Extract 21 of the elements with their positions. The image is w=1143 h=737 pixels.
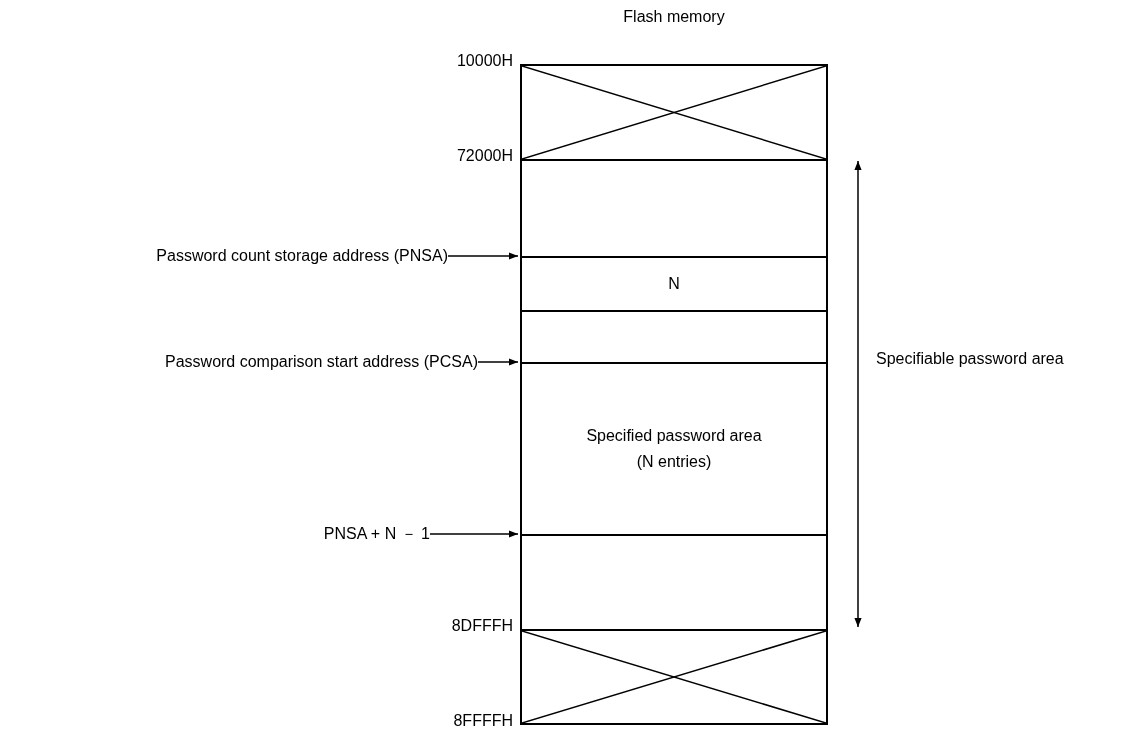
region-label: N xyxy=(668,274,680,295)
arrow xyxy=(429,530,519,538)
dimension-label: Specifiable password area xyxy=(876,350,1064,368)
address-label: Password comparison start address (PCSA) xyxy=(165,353,478,371)
arrow xyxy=(447,252,519,260)
memory-region xyxy=(520,534,828,629)
memory-region xyxy=(520,362,828,534)
address-label: Password count storage address (PNSA) xyxy=(156,247,448,265)
crossed-out-region xyxy=(520,629,828,725)
crossed-out-region xyxy=(520,64,828,159)
address-label: 8FFFFH xyxy=(453,712,513,730)
memory-region xyxy=(520,159,828,256)
address-label: 72000H xyxy=(456,147,513,165)
memory-region xyxy=(520,256,828,310)
memory-region xyxy=(520,310,828,362)
arrow xyxy=(477,358,519,366)
address-label: PNSA + N － 1 xyxy=(323,523,430,544)
region-label: Specified password area (N entries) xyxy=(585,426,763,472)
diagram-title: Flash memory xyxy=(622,8,726,26)
address-label: 8DFFFH xyxy=(451,617,513,635)
address-label: 10000H xyxy=(456,52,513,70)
